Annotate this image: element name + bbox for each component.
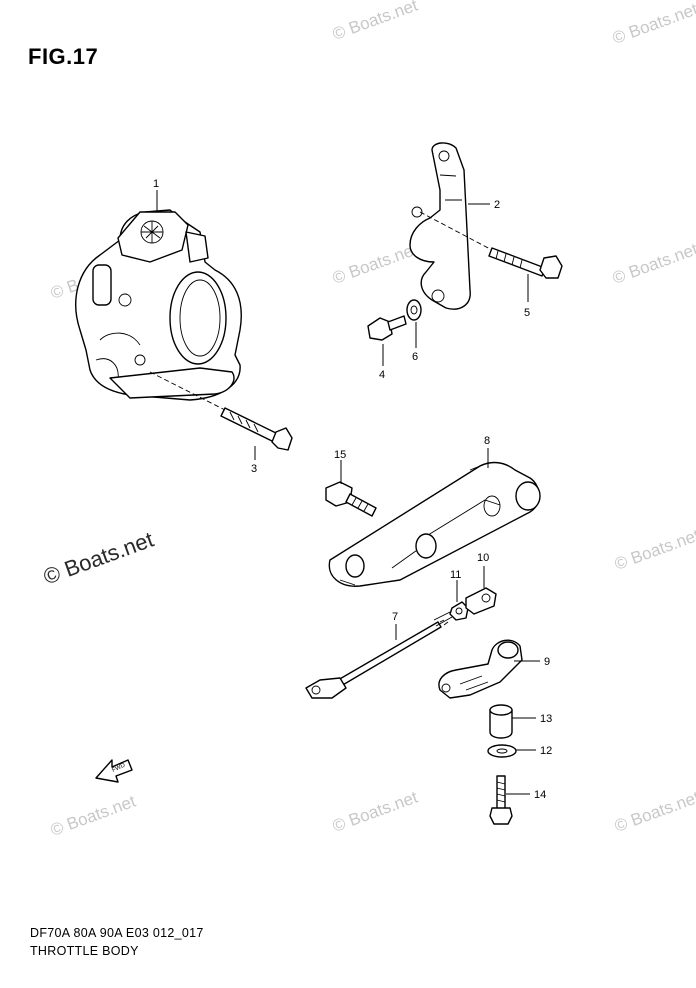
part-number[interactable]: 2 [494,199,500,211]
part-number[interactable]: 13 [540,713,552,725]
part-number[interactable]: 10 [477,552,489,564]
part-13-collar[interactable] [489,704,513,739]
part-11-nut[interactable] [449,601,469,621]
part-5-bolt[interactable] [419,211,563,279]
part-number[interactable]: 11 [450,569,461,581]
part-number[interactable]: 6 [412,351,418,363]
part-10-ball-joint[interactable] [465,587,497,615]
part-number[interactable]: 5 [524,307,530,319]
part-number[interactable]: 15 [334,449,346,461]
part-number[interactable]: 8 [484,435,490,447]
part-6-washer[interactable] [406,299,422,321]
part-9-lever[interactable] [438,639,523,699]
part-numbers: 1 2 3 4 5 6 7 8 9 10 11 12 13 14 15 [153,178,552,801]
fwd-label: FWD [111,762,127,773]
part-7-rod[interactable] [305,611,453,699]
part-12-washer[interactable] [487,744,517,758]
part-number[interactable]: 3 [251,463,257,475]
part-2-bracket[interactable] [409,142,471,310]
part-number[interactable]: 7 [392,611,398,623]
part-1-throttle-body[interactable] [75,209,242,401]
part-3-bolt[interactable] [149,371,293,451]
caption-section: THROTTLE BODY [30,944,139,958]
part-4-bolt[interactable] [367,315,407,341]
part-number[interactable]: 9 [544,656,550,668]
figure-title: FIG.17 [28,44,99,69]
leader-lines [156,190,540,795]
part-15-bolt[interactable] [325,481,377,517]
part-14-bolt[interactable] [489,775,513,825]
part-number[interactable]: 1 [153,178,159,190]
part-number[interactable]: 4 [379,369,385,381]
fwd-arrow-icon: FWD [95,759,133,783]
part-number[interactable]: 12 [540,745,552,757]
part-8-link-arm[interactable] [328,461,541,587]
caption-model: DF70A 80A 90A E03 012_017 [30,926,204,940]
part-number[interactable]: 14 [534,789,546,801]
